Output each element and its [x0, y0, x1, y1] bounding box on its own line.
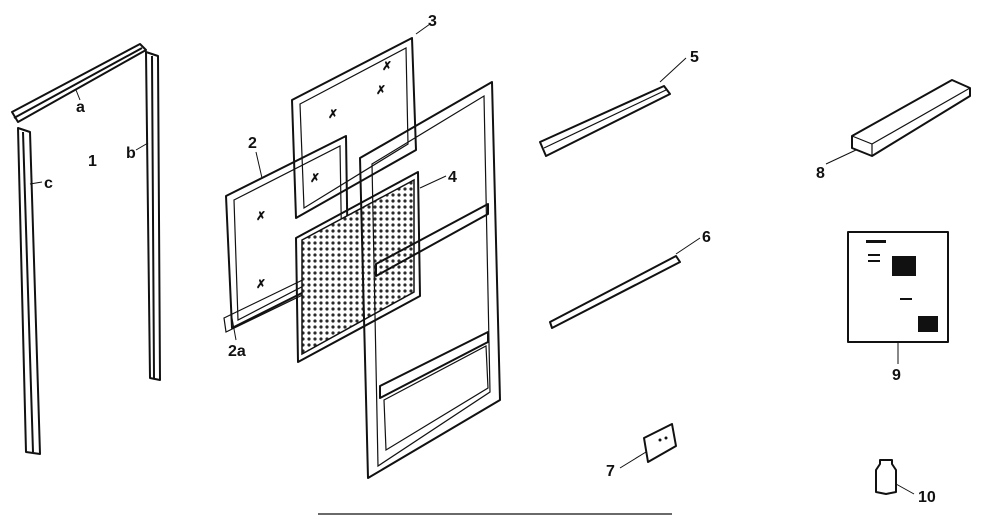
part-9-instruction-sheet: 9 — [847, 231, 949, 384]
label-1c: c — [44, 175, 53, 192]
label-2: 2 — [248, 135, 257, 152]
label-8: 8 — [816, 165, 825, 182]
svg-text:✗: ✗ — [310, 171, 320, 185]
header-a — [11, 43, 147, 123]
svg-text:✗: ✗ — [328, 107, 338, 121]
label-9: 9 — [892, 367, 901, 384]
storm-door-frame — [359, 81, 501, 479]
part-5-expander-bar: 5 — [539, 49, 699, 157]
label-2a: 2a — [228, 343, 246, 360]
svg-text:✗: ✗ — [256, 209, 266, 223]
jamb-b — [145, 51, 161, 381]
svg-text:✗: ✗ — [256, 277, 266, 291]
label-6: 6 — [702, 229, 711, 246]
label-1: 1 — [88, 153, 97, 170]
label-10: 10 — [918, 489, 936, 506]
svg-text:✗: ✗ — [376, 83, 386, 97]
label-1b: b — [126, 145, 136, 162]
label-3: 3 — [428, 13, 437, 30]
part-8-block: 8 — [816, 79, 971, 182]
part-1-door-frame: a 1 b c — [11, 43, 161, 455]
svg-text:✗: ✗ — [382, 59, 392, 73]
jamb-c — [17, 127, 41, 455]
part-7-hardware-card: 7 — [606, 423, 677, 480]
part-6-rod: 6 — [549, 229, 711, 329]
label-4: 4 — [448, 169, 457, 186]
part-10-bottle: 10 — [875, 459, 936, 506]
label-1a: a — [76, 99, 85, 116]
label-7: 7 — [606, 463, 615, 480]
part-3-glass-panel: ✗ ✗ ✗ 3 — [291, 13, 437, 219]
part-4-screen-panel: 4 — [295, 169, 457, 363]
label-5: 5 — [690, 49, 699, 66]
